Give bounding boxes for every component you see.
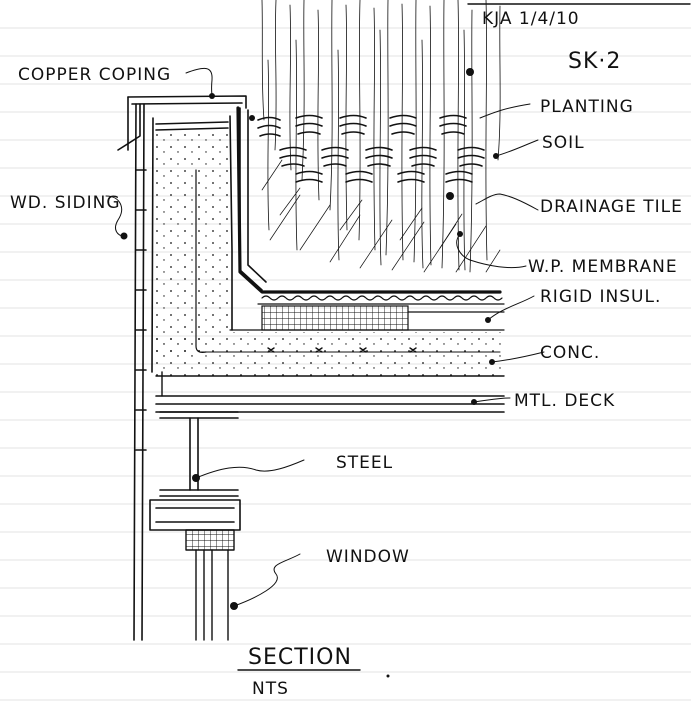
label-conc: CONC. — [540, 343, 600, 363]
window-frame — [185, 529, 235, 641]
label-copper-coping: COPPER COPING — [18, 65, 171, 85]
planting-strokes — [261, 0, 501, 273]
label-soil: SOIL — [542, 133, 585, 153]
soil-hatch — [261, 159, 501, 273]
drawing-scale: NTS — [252, 679, 289, 699]
soil-clumps — [257, 114, 485, 183]
leader-dots — [120, 68, 499, 610]
membrane-line — [236, 106, 502, 294]
label-wp-membrane: W.P. MEMBRANE — [528, 257, 678, 277]
parapet-concrete — [155, 130, 230, 358]
sheet-number: SK·2 — [568, 49, 621, 74]
label-wd-siding: WD. SIDING — [10, 193, 121, 213]
label-planting: PLANTING — [540, 97, 634, 117]
label-mtl-deck: MTL. DECK — [514, 391, 615, 411]
drawing-title: SECTION — [248, 645, 352, 670]
label-rigid-insul: RIGID INSUL. — [540, 287, 661, 307]
label-drainage-tile: DRAINAGE TILE — [540, 197, 683, 217]
concrete-slab — [155, 169, 505, 397]
author-date: KJA 1/4/10 — [482, 9, 580, 29]
steel-beam — [149, 411, 241, 531]
metal-deck — [155, 395, 505, 413]
label-steel: STEEL — [336, 453, 393, 473]
drainage-stones — [257, 295, 505, 305]
label-window: WINDOW — [326, 547, 410, 567]
rigid-insulation — [261, 305, 409, 331]
